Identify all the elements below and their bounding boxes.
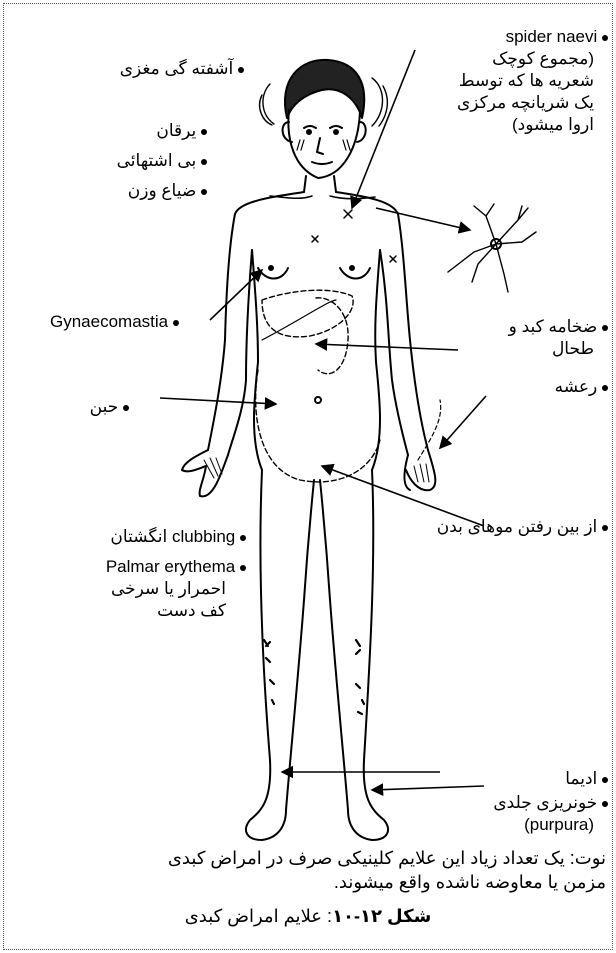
bullet-icon (602, 777, 608, 783)
confusion-label: آشفته گی مغزی (120, 58, 244, 80)
ascites-text: حبن (90, 397, 119, 416)
caption-prefix: شکل ۱۲-۱۰ (332, 906, 431, 926)
bullet-icon (240, 535, 246, 541)
hair-loss-text: از بین رفتن موهای بدن (437, 517, 598, 536)
spider-naevi-line-4: اروا میشود) (457, 114, 594, 136)
arrow-liver (316, 344, 458, 350)
caption-title: : علایم امراض کبدی (185, 906, 332, 926)
footnote: نوت: یک تعداد زیاد این علایم کلینیکی صرف… (10, 846, 606, 894)
liver-spleen-label: ضخامه کبد و طحال (509, 316, 608, 360)
palmar-line-1: احمرار یا سرخی (106, 578, 226, 600)
purpura-en: (purpura) (493, 814, 594, 836)
hair-shape (285, 60, 364, 118)
palmar-line-2: کف دست (106, 600, 226, 622)
spider-naevi-line-1: (مجموع کوچک (457, 48, 594, 70)
oedema-text: ادیما (565, 769, 597, 788)
jaundice-text: یرقان (156, 121, 196, 140)
palmar-erythema-label: Palmar erythema احمرار یا سرخی کف دست (106, 556, 246, 622)
palmar-title: Palmar erythema (106, 557, 235, 576)
clubbing-label: clubbing انگشتان (110, 526, 246, 548)
spider-naevi-label: spider naevi (مجموع کوچک شعریه ها که توس… (457, 26, 608, 136)
clubbing-text: clubbing انگشتان (110, 527, 235, 546)
bullet-icon (238, 67, 244, 73)
bullet-icon (602, 35, 608, 41)
spider-naevi-line-3: یک شریانچه مرکزی (457, 92, 594, 114)
liver-spleen-line-2: طحال (509, 338, 594, 360)
arrow-oedema (372, 786, 484, 790)
anorexia-text: بی اشتهائی (117, 151, 197, 170)
footnote-line-2: مزمن یا معاوضه ناشده واقع میشوند. (10, 870, 606, 894)
left-leg (246, 470, 314, 840)
ascites-label: حبن (90, 396, 129, 418)
spider-naevi-title: spider naevi (506, 27, 598, 46)
bullet-icon (201, 159, 207, 165)
bullet-icon (201, 189, 207, 195)
tremor-label: رعشه (555, 376, 608, 398)
bullet-icon (602, 385, 608, 391)
bullet-icon (602, 325, 608, 331)
bullet-icon (123, 405, 129, 411)
tremor-text: رعشه (555, 377, 598, 396)
oedema-label: ادیما (565, 768, 608, 790)
bullet-icon (173, 320, 179, 326)
weight-loss-text: ضیاع وزن (128, 181, 197, 200)
hair-loss-label: از بین رفتن موهای بدن (437, 516, 608, 538)
right-leg (320, 470, 388, 840)
purpura-title: خونریزی جلدی (493, 793, 597, 812)
bullet-icon (602, 801, 608, 807)
arrow-gynaecomastia (210, 270, 262, 320)
bullet-icon (240, 565, 246, 571)
jaundice-label: یرقان (156, 120, 207, 142)
footnote-line-1: نوت: یک تعداد زیاد این علایم کلینیکی صرف… (10, 846, 606, 870)
spider-naevi-line-2: شعریه ها که توسط (457, 70, 594, 92)
confusion-text: آشفته گی مغزی (120, 59, 234, 78)
arrow-spider-zoom (376, 208, 470, 230)
weight-loss-label: ضیاع وزن (128, 180, 207, 202)
gynaecomastia-text: Gynaecomastia (50, 312, 168, 331)
arrow-spider (352, 50, 415, 208)
gynaecomastia-label: Gynaecomastia (50, 311, 179, 333)
torso-right (372, 250, 380, 470)
bullet-icon (201, 129, 207, 135)
spider-drawing (448, 204, 536, 292)
liver-spleen-line-1: ضخامه کبد و (509, 317, 598, 336)
left-hand (182, 450, 228, 496)
right-arm-outer (336, 192, 428, 450)
purpura-label: خونریزی جلدی (purpura) (493, 792, 608, 836)
bullet-icon (602, 525, 608, 531)
anorexia-label: بی اشتهائی (117, 150, 207, 172)
figure-caption: شکل ۱۲-۱۰: علایم امراض کبدی (0, 906, 616, 927)
arrow-tremor (440, 396, 486, 448)
